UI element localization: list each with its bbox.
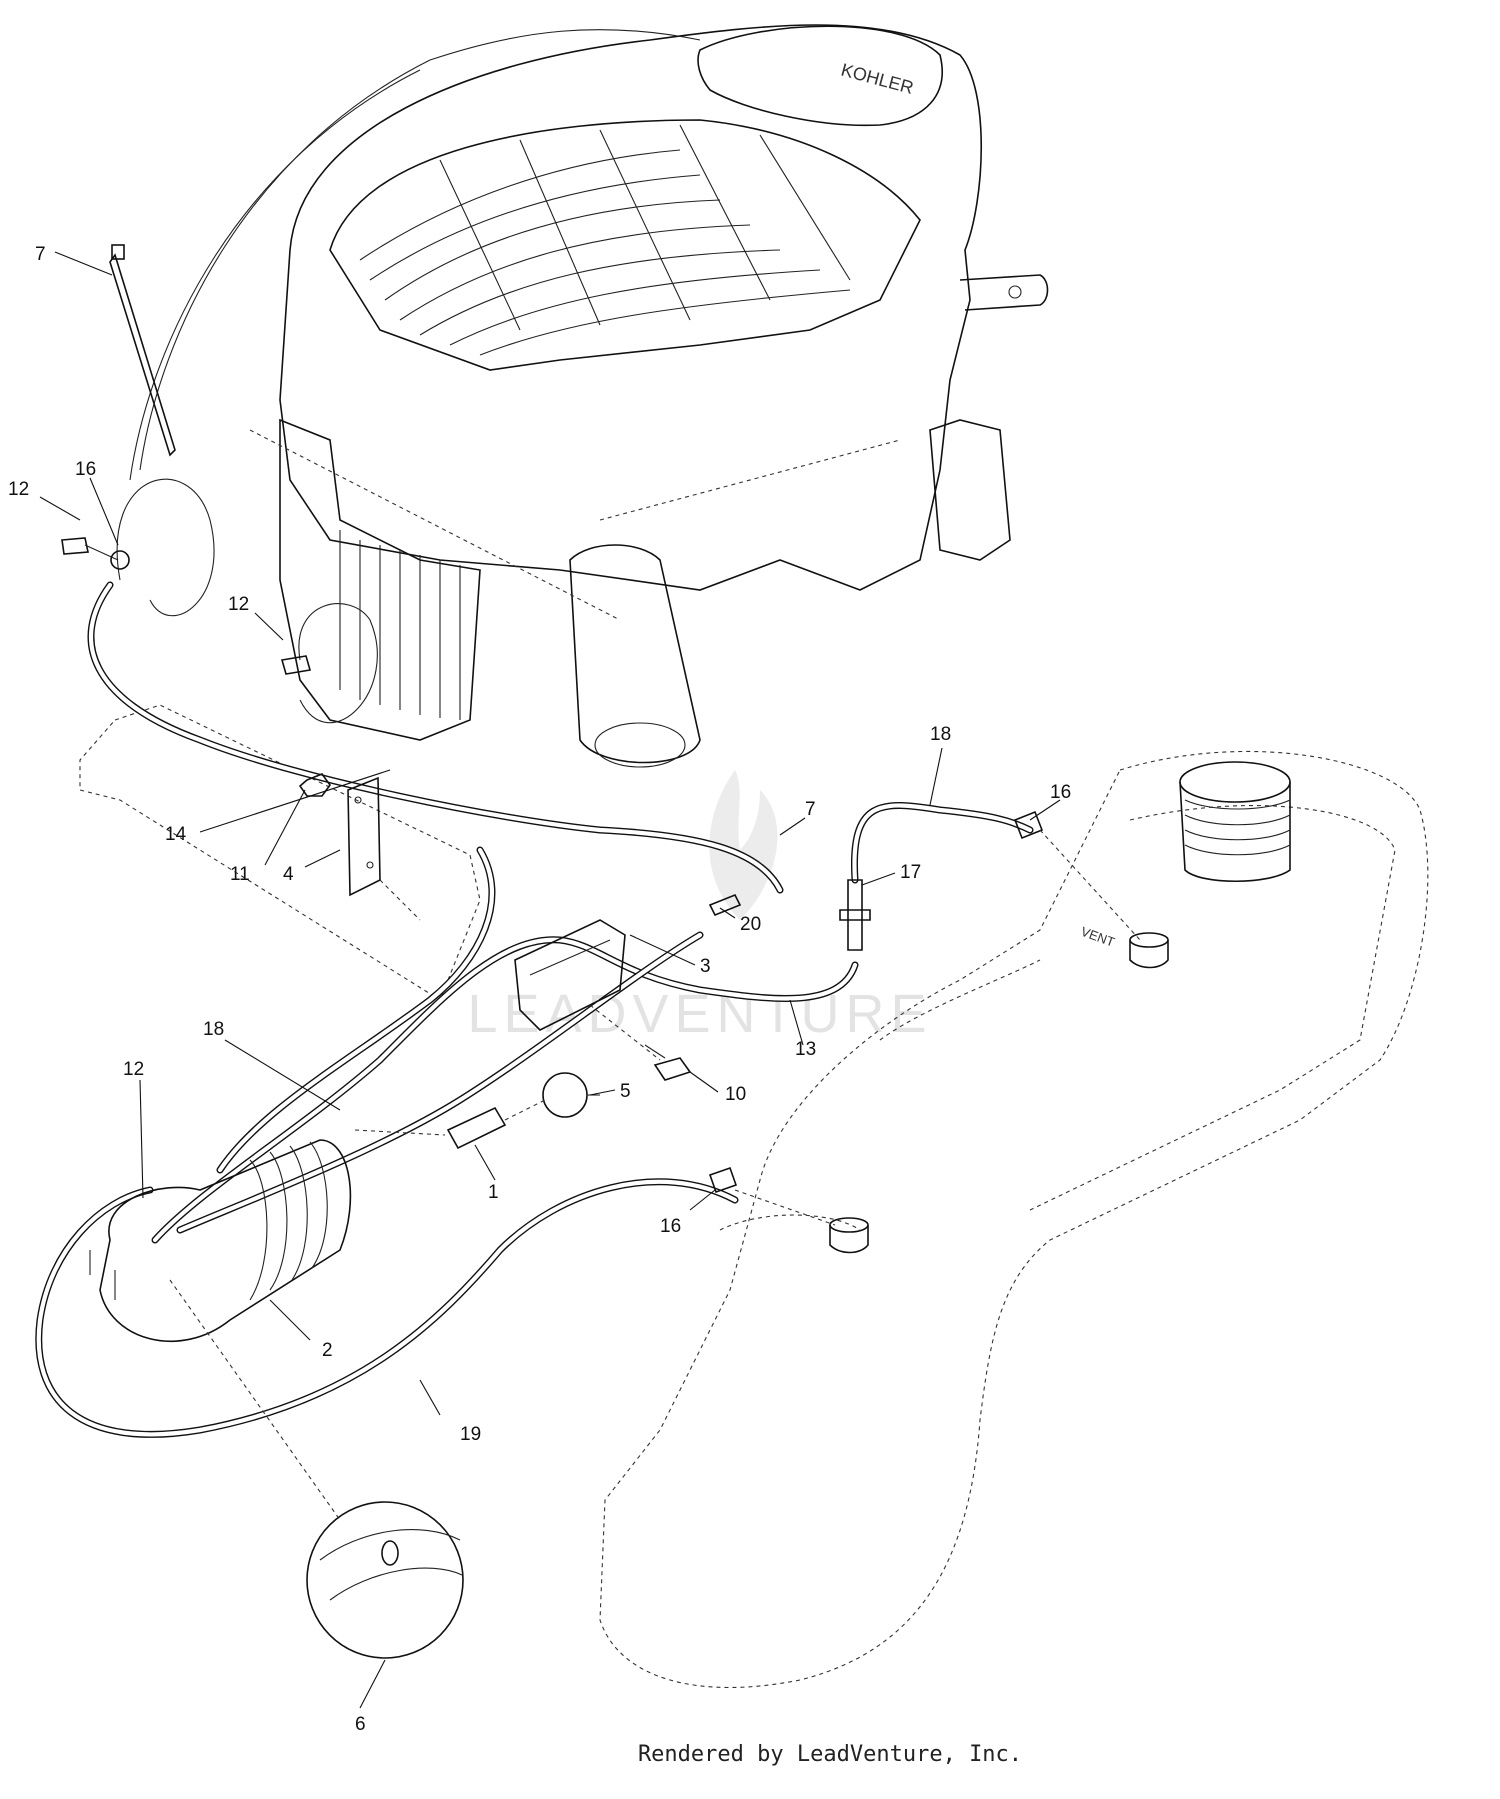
footer: Rendered by LeadVenture, Inc. — [0, 1742, 1500, 1767]
tank-label: VENT — [1079, 924, 1117, 950]
callout-12-mid: 12 — [228, 594, 249, 615]
callout-1: 1 — [488, 1182, 499, 1203]
callout-12-left: 12 — [8, 479, 29, 500]
callout-12-canister: 12 — [123, 1059, 144, 1080]
callout-4: 4 — [283, 864, 294, 885]
callout-11: 11 — [230, 864, 250, 885]
callout-19: 19 — [460, 1424, 481, 1445]
small-parts — [61, 244, 1141, 1659]
callout-13: 13 — [795, 1039, 816, 1060]
engine: KOHLER — [249, 24, 1049, 768]
callout-14: 14 — [165, 824, 187, 845]
callout-6: 6 — [355, 1714, 366, 1735]
mount-plate — [79, 704, 481, 1001]
hoses — [35, 29, 1034, 1438]
callout-7-top: 7 — [35, 244, 46, 265]
callout-18-lower: 18 — [203, 1019, 224, 1040]
callout-18-upper: 18 — [930, 724, 951, 745]
callout-16-left: 16 — [75, 459, 96, 480]
leader-lines — [39, 251, 1061, 1709]
callouts: 7 16 12 12 18 16 7 14 11 4 17 20 3 13 18… — [8, 244, 1071, 1735]
watermark-text: LEADVENTURE — [467, 984, 932, 1044]
callout-20: 20 — [740, 914, 761, 935]
callout-17: 17 — [900, 862, 921, 883]
callout-16-upper: 16 — [1050, 782, 1071, 803]
callout-2: 2 — [322, 1340, 333, 1361]
callout-10: 10 — [725, 1084, 746, 1105]
callout-16-lower: 16 — [660, 1216, 681, 1237]
callout-3: 3 — [700, 956, 711, 977]
callout-5: 5 — [620, 1081, 631, 1102]
watermark: LEADVENTURE — [467, 770, 932, 1044]
engine-badge: KOHLER — [839, 60, 916, 98]
footer-text: Rendered by LeadVenture, Inc. — [637, 1742, 1023, 1767]
callout-7-mid: 7 — [805, 799, 816, 820]
